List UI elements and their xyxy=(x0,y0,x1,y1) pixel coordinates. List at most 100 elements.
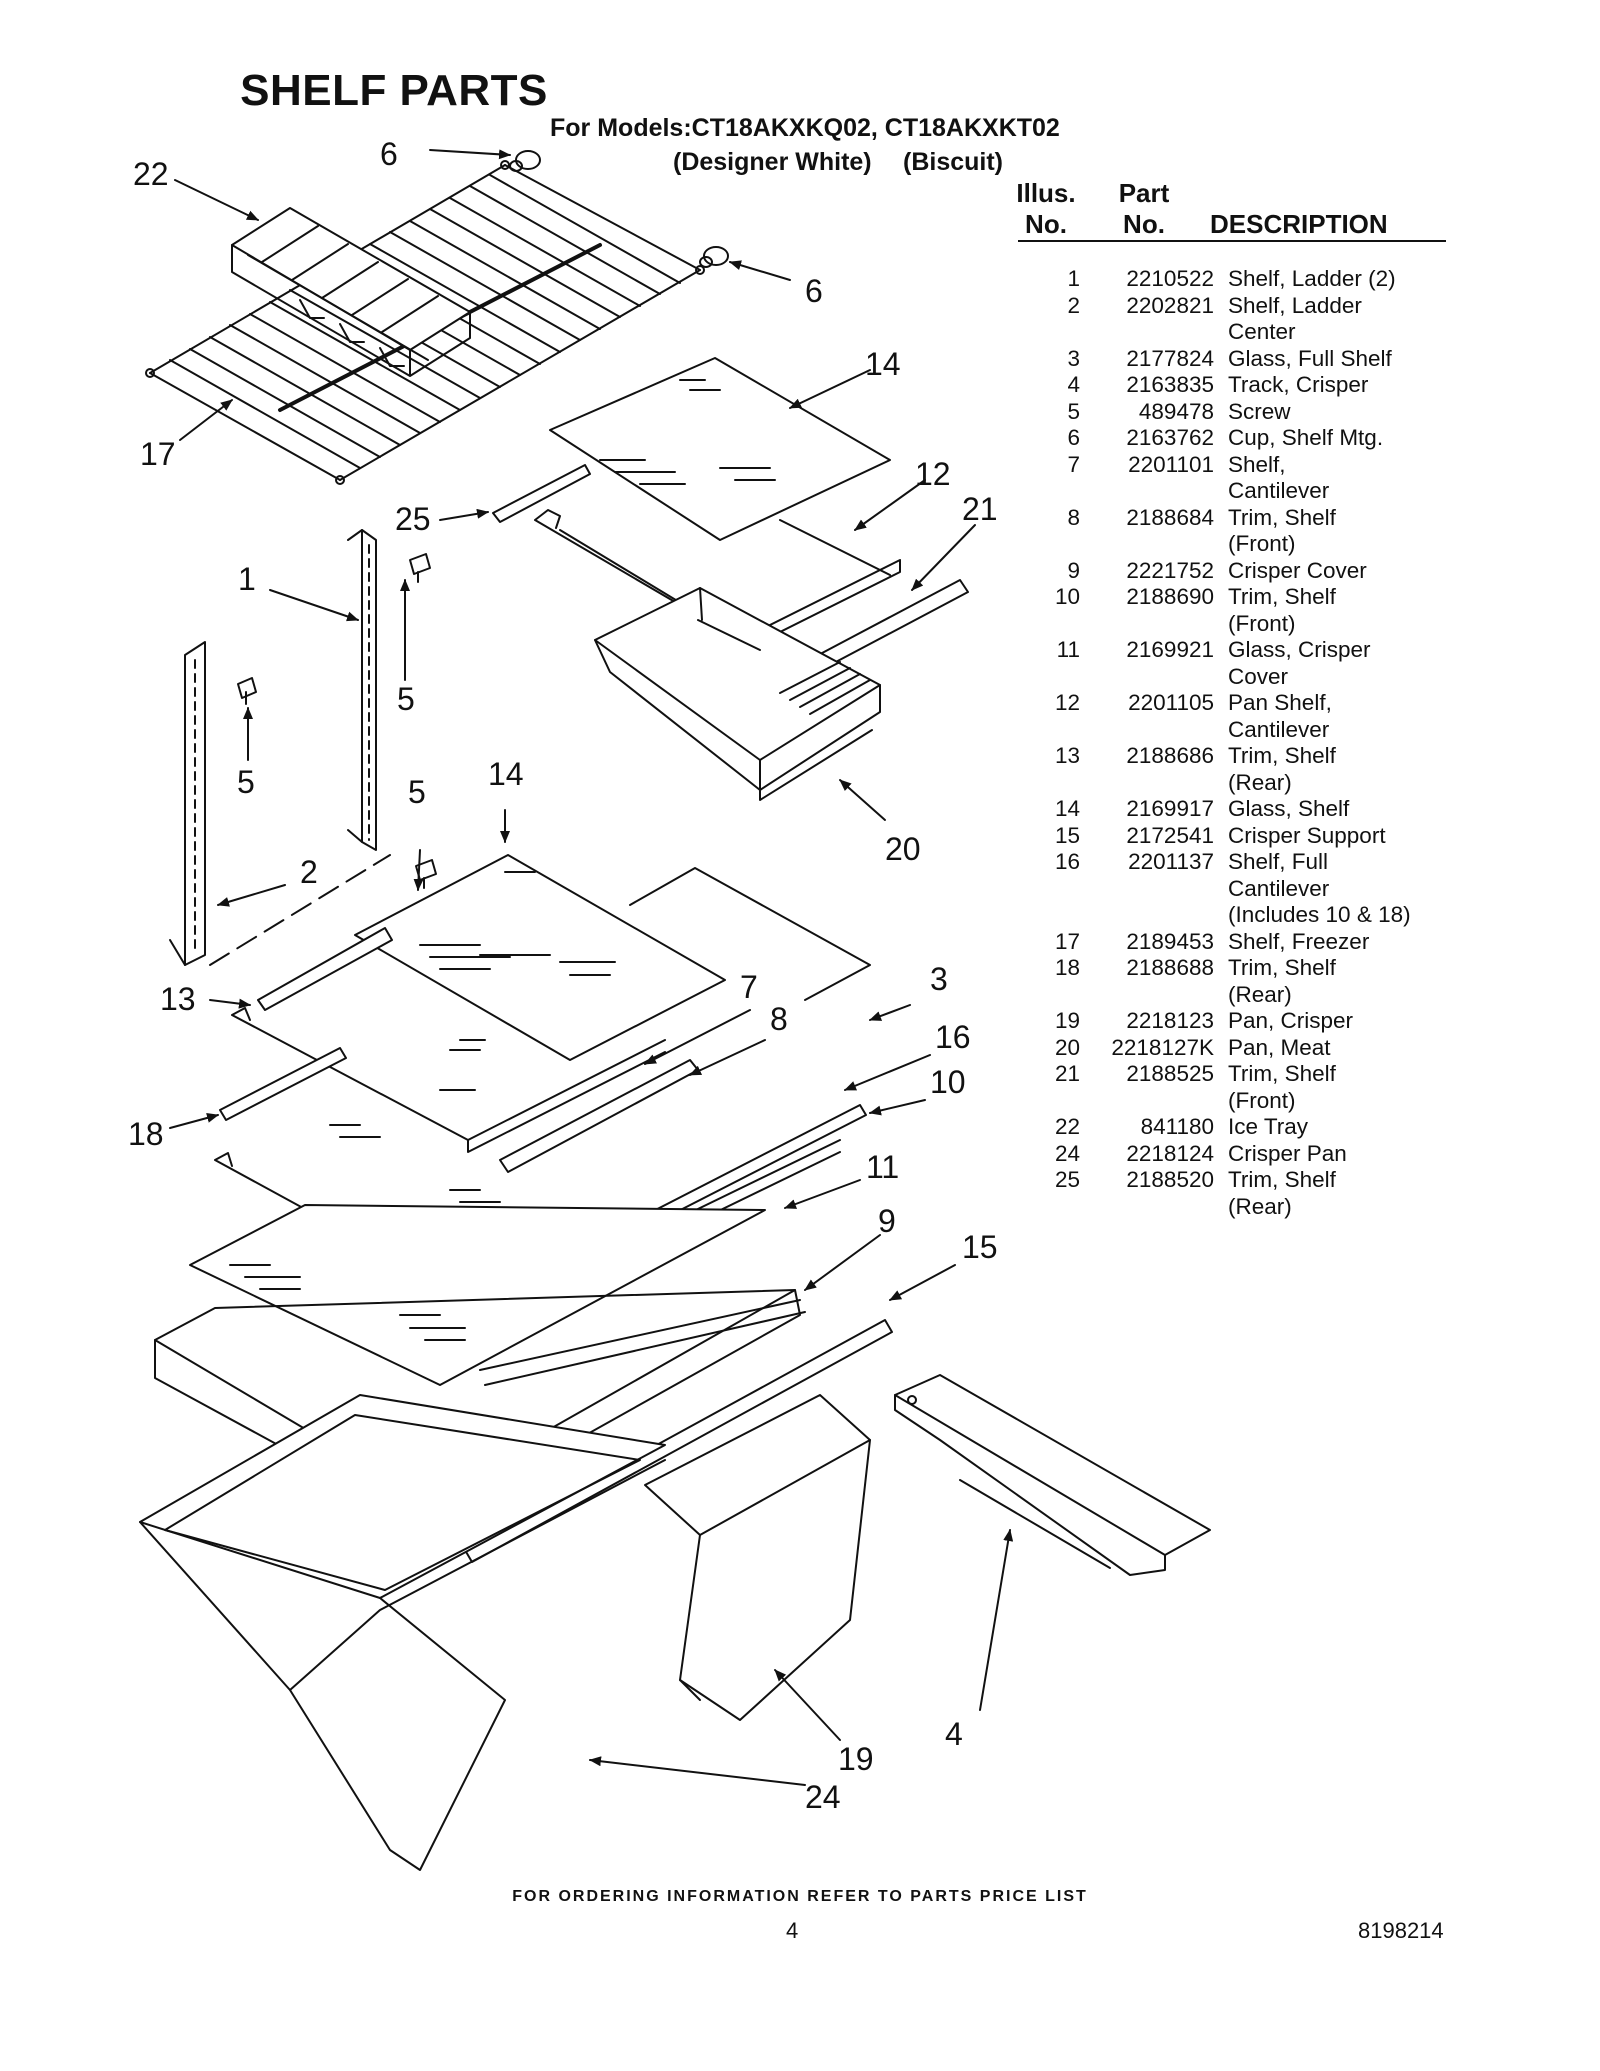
description: Cup, Shelf Mtg. xyxy=(1228,425,1384,450)
illus-no: 1 xyxy=(1067,266,1080,291)
illus-no: 5 xyxy=(1067,398,1080,424)
shelf-mounting-cup-right xyxy=(699,246,729,268)
illus-no: 22 xyxy=(1054,1114,1080,1139)
illus-no: 3 xyxy=(1067,345,1080,371)
description: Crisper Pan xyxy=(1228,1140,1347,1166)
callout-5-bottom: 5 xyxy=(408,774,426,810)
description: (Front) xyxy=(1228,610,1296,636)
callout-13: 13 xyxy=(160,981,196,1017)
illus-no: 17 xyxy=(1054,928,1080,954)
part-no: 2188525 xyxy=(1126,1061,1214,1086)
description: Track, Crisper xyxy=(1228,372,1369,397)
callout-4: 4 xyxy=(945,1716,963,1752)
illus-no: 10 xyxy=(1054,584,1080,609)
illus-no: 8 xyxy=(1067,504,1080,530)
ladder-shelf-rail-right xyxy=(347,529,377,851)
cantilever-shelf xyxy=(231,1007,666,1153)
callout-3: 3 xyxy=(930,961,948,997)
callout-8: 8 xyxy=(770,1001,788,1037)
callout-1: 1 xyxy=(238,561,256,597)
part-no: 2218127K xyxy=(1111,1034,1214,1060)
description: Pan Shelf, xyxy=(1228,690,1332,715)
crisper-track xyxy=(894,1374,1211,1576)
document-number: 8198214 xyxy=(1358,1918,1444,1943)
description: Crisper Cover xyxy=(1228,557,1367,583)
upper-glass-shelf xyxy=(549,357,891,541)
crisper-pan-left xyxy=(139,1394,666,1871)
callout-arrows xyxy=(169,149,1014,1786)
full-glass-shelf xyxy=(629,867,871,1001)
table-row-continuation: Center xyxy=(1018,319,1448,346)
model-subtitle: For Models:CT18AKXKQ02, CT18AKXKT02 xyxy=(550,114,1060,142)
illus-no: 25 xyxy=(1054,1167,1080,1192)
table-row-continuation: (Front) xyxy=(1018,1088,1448,1115)
illus-no: 15 xyxy=(1054,822,1080,848)
illus-no: 9 xyxy=(1067,557,1080,583)
variant-biscuit: (Biscuit) xyxy=(903,148,1003,176)
illus-no: 12 xyxy=(1054,690,1080,715)
table-row: 9 2221752 Crisper Cover xyxy=(1018,558,1448,585)
part-no: 2221752 xyxy=(1126,557,1214,583)
part-no: 489478 xyxy=(1138,398,1214,424)
callout-labels: 22 6 6 17 14 25 12 21 1 5 5 5 14 20 2 13… xyxy=(128,136,998,1815)
illus-no: 16 xyxy=(1054,849,1080,874)
table-row: 12 2201105 Pan Shelf, xyxy=(1018,690,1448,717)
description: Center xyxy=(1228,319,1296,344)
callout-22: 22 xyxy=(133,156,169,192)
rear-trim-18 xyxy=(219,1047,347,1121)
part-no: 2169917 xyxy=(1126,796,1214,821)
ladder-shelf-rail-left xyxy=(169,641,206,966)
part-no: 2218123 xyxy=(1126,1008,1214,1033)
callout-14-lower: 14 xyxy=(488,756,524,792)
table-row-continuation: Cover xyxy=(1018,664,1448,691)
header-part-line1: Part xyxy=(1118,178,1170,208)
callout-5-left: 5 xyxy=(237,764,255,800)
illus-no: 11 xyxy=(1056,637,1080,662)
header-rule xyxy=(1018,240,1446,242)
part-no: 2169921 xyxy=(1126,637,1214,662)
description: Shelf, Full xyxy=(1228,849,1329,874)
table-row: 8 2188684 Trim, Shelf xyxy=(1018,505,1448,532)
part-no: 2188684 xyxy=(1126,504,1214,530)
illus-no: 4 xyxy=(1067,372,1080,397)
description: (Rear) xyxy=(1228,769,1292,795)
callout-10: 10 xyxy=(930,1064,966,1100)
description: Glass, Full Shelf xyxy=(1228,345,1392,371)
header-part: Part No. xyxy=(1108,178,1180,240)
illus-no: 24 xyxy=(1054,1140,1080,1166)
header-illus: Illus. No. xyxy=(1010,178,1082,240)
part-no: 2201105 xyxy=(1128,690,1214,715)
part-no: 841180 xyxy=(1140,1114,1214,1139)
table-row-continuation: (Rear) xyxy=(1018,770,1448,797)
description: Trim, Shelf xyxy=(1228,504,1336,530)
rear-trim-13 xyxy=(257,927,393,1011)
callout-17: 17 xyxy=(140,436,176,472)
variant-designer-white: (Designer White) xyxy=(673,148,872,176)
description: Ice Tray xyxy=(1228,1114,1309,1139)
table-row: 11 2169921 Glass, Crisper xyxy=(1018,637,1448,664)
screw-middle xyxy=(409,553,431,583)
part-no: 2201101 xyxy=(1128,451,1214,477)
illus-no: 13 xyxy=(1054,743,1080,768)
description: Glass, Crisper xyxy=(1228,637,1371,662)
callout-21: 21 xyxy=(962,491,998,527)
description: Trim, Shelf xyxy=(1228,1167,1336,1192)
description: Pan, Meat xyxy=(1228,1034,1331,1060)
crisper-support xyxy=(464,1319,893,1563)
illus-no: 6 xyxy=(1067,425,1080,450)
description: Trim, Shelf xyxy=(1228,743,1336,768)
illus-no: 2 xyxy=(1067,292,1080,318)
callout-11: 11 xyxy=(866,1149,899,1185)
illus-no: 18 xyxy=(1054,955,1080,980)
callout-6-right: 6 xyxy=(805,273,823,309)
